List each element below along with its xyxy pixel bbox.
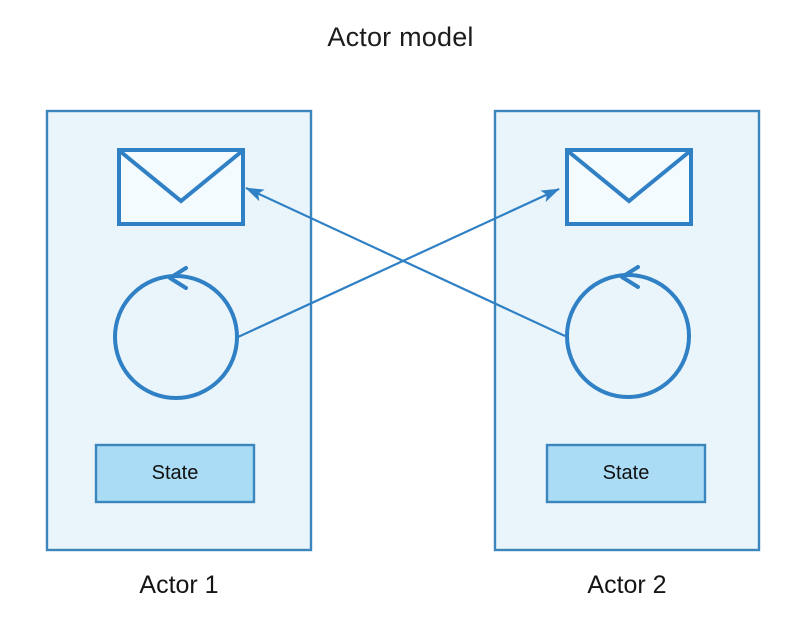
loop-arrowhead-icon (168, 266, 188, 290)
actor-1-state-box[interactable] (94, 443, 256, 504)
state-rect (94, 443, 256, 504)
actor-1-mailbox-envelope[interactable] (117, 148, 245, 226)
diagram-title: Actor model (327, 22, 474, 52)
actor-1-behavior-loop[interactable] (113, 266, 239, 400)
envelope-body (117, 148, 245, 226)
actor-2-state-box[interactable] (545, 443, 707, 504)
actor-2-behavior-loop[interactable] (565, 265, 691, 399)
envelope-flap (119, 150, 243, 204)
actor-1-state-label: State (151, 462, 199, 484)
actor-2-mailbox-envelope[interactable] (565, 148, 693, 226)
envelope-body (565, 148, 693, 226)
envelope-flap (567, 150, 691, 204)
message-arrow-actor2-to-actor1[interactable] (245, 187, 566, 337)
actor-2-caption: Actor 2 (587, 571, 667, 599)
actor-1-caption: Actor 1 (139, 571, 219, 599)
loop-arrowhead-icon (620, 265, 640, 289)
state-rect (545, 443, 707, 504)
message-arrow-actor1-to-actor2[interactable] (237, 188, 560, 338)
actor-2-state-label: State (602, 462, 650, 484)
